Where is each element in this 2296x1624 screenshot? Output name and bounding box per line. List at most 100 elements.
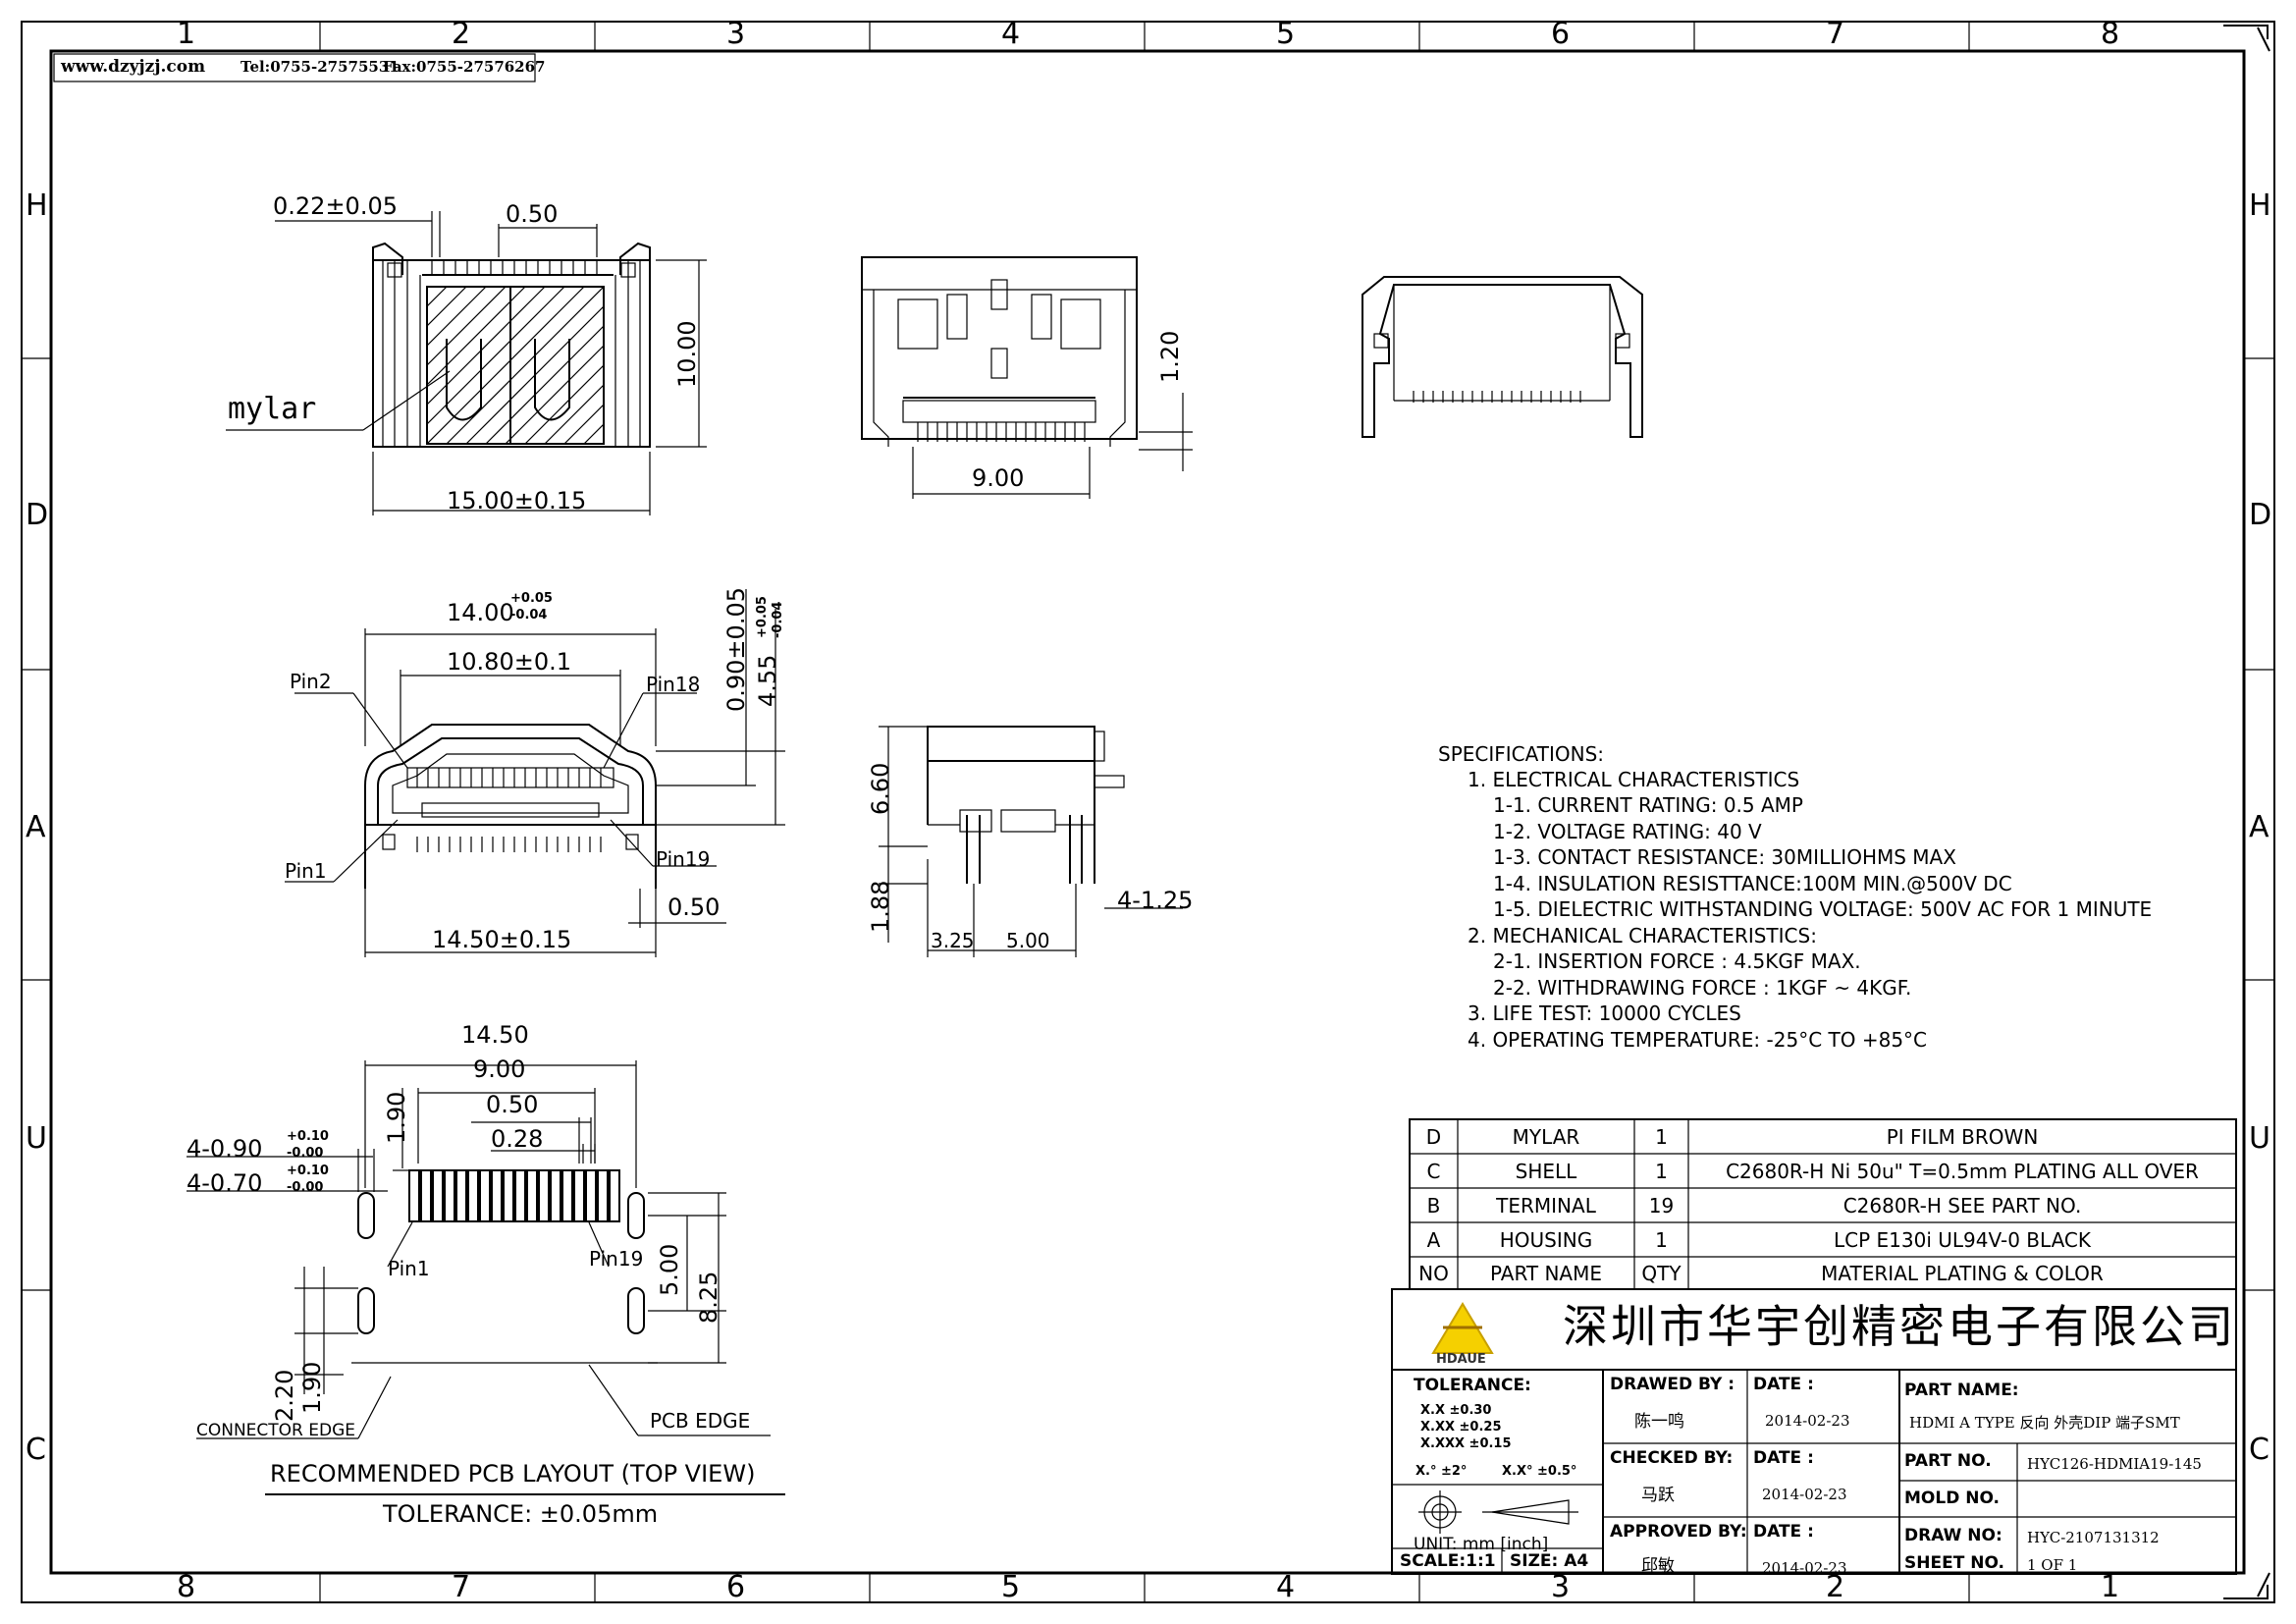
checked-by-label: CHECKED BY: bbox=[1610, 1448, 1734, 1468]
dim-14-50-mating: 14.50±0.15 bbox=[432, 926, 572, 953]
part-name-value: HDMI A TYPE 反向 外壳DIP 端子SMT bbox=[1909, 1414, 2180, 1432]
bom-row-b-material: C2680R-H SEE PART NO. bbox=[1842, 1193, 2082, 1218]
mold-no-label: MOLD NO. bbox=[1904, 1489, 2000, 1508]
dim-4-0-70-tol-plus: +0.10 bbox=[287, 1164, 329, 1178]
corner-mark-top-right bbox=[2223, 25, 2270, 52]
bom-header-material: MATERIAL PLATING & COLOR bbox=[1821, 1261, 2104, 1285]
company-name: 深圳市华宇创精密电子有限公司 bbox=[1563, 1300, 2236, 1353]
date-value-1: 2014-02-23 bbox=[1765, 1412, 1850, 1430]
pin19-label-mating: Pin19 bbox=[656, 847, 711, 871]
mylar-label: mylar bbox=[228, 392, 317, 426]
zone-top-7: 7 bbox=[1826, 17, 1845, 51]
bom-header-qty: QTY bbox=[1641, 1261, 1682, 1285]
dim-4-1-25: 4-1.25 bbox=[1117, 887, 1194, 914]
spec-line-9: 2-2. WITHDRAWING FORCE : 1KGF ~ 4KGF. bbox=[1493, 976, 1912, 1000]
zone-bottom-6: 6 bbox=[726, 1570, 746, 1604]
bom-row-a-material: LCP E130i UL94V-0 BLACK bbox=[1833, 1227, 2092, 1252]
zone-left-D: D bbox=[26, 498, 49, 532]
bom-row-b-part: TERMINAL bbox=[1496, 1193, 1596, 1218]
bom-row-d-no: D bbox=[1425, 1124, 1442, 1149]
drawn-by-label: DRAWED BY : bbox=[1610, 1375, 1735, 1394]
bom-header-part-name: PART NAME bbox=[1489, 1261, 1602, 1285]
dim-14-50-pcb: 14.50 bbox=[461, 1021, 529, 1049]
date-value-3: 2014-02-23 bbox=[1762, 1559, 1847, 1577]
scale-label: SCALE:1:1 bbox=[1400, 1551, 1496, 1571]
part-name-label: PART NAME: bbox=[1904, 1380, 2019, 1400]
pcb-layout bbox=[187, 1060, 785, 1495]
tolerance-1: X.X ±0.30 bbox=[1420, 1403, 1492, 1418]
spec-line-8: 2-1. INSERTION FORCE : 4.5KGF MAX. bbox=[1493, 949, 1861, 973]
zone-right-D: D bbox=[2249, 498, 2272, 532]
dim-4-0-90-tol-minus: -0.00 bbox=[287, 1146, 324, 1161]
angle-tolerance-1: X.° ±2° bbox=[1415, 1464, 1468, 1479]
bom-row-a-part: HOUSING bbox=[1499, 1227, 1593, 1252]
spec-line-11: 4. OPERATING TEMPERATURE: -25°C TO +85°C bbox=[1468, 1028, 1928, 1052]
dim-0-28: 0.28 bbox=[491, 1125, 544, 1153]
dim-8-25: 8.25 bbox=[695, 1271, 722, 1324]
dim-1-90-bottom: 1.90 bbox=[298, 1361, 326, 1414]
dim-4-0-70: 4-0.70 bbox=[187, 1169, 263, 1197]
dim-14-00: 14.00 bbox=[447, 599, 514, 626]
pin18-label: Pin18 bbox=[646, 673, 701, 696]
dim-4-55: 4.55 bbox=[754, 654, 781, 707]
date-label-1: DATE : bbox=[1753, 1375, 1814, 1394]
inner-frame bbox=[49, 49, 2246, 1575]
zone-top-1: 1 bbox=[177, 17, 196, 51]
spec-line-4: 1-3. CONTACT RESISTANCE: 30MILLIOHMS MAX bbox=[1493, 845, 1956, 869]
logo-text: HDAUE bbox=[1436, 1352, 1486, 1367]
zone-top-4: 4 bbox=[1001, 17, 1021, 51]
tolerance-title: TOLERANCE: bbox=[1414, 1376, 1531, 1395]
zone-bottom-7: 7 bbox=[452, 1570, 471, 1604]
specs-title: SPECIFICATIONS: bbox=[1438, 742, 1605, 766]
pin19-label-pcb: Pin19 bbox=[589, 1247, 644, 1271]
dim-4-55-tol-plus: +0.05 bbox=[755, 596, 770, 638]
part-no-label: PART NO. bbox=[1904, 1451, 1992, 1471]
zone-top-3: 3 bbox=[726, 17, 746, 51]
dim-10-00: 10.00 bbox=[673, 320, 701, 388]
dim-15-00: 15.00±0.15 bbox=[447, 487, 587, 514]
header-tel: Tel:0755-27575531 bbox=[240, 58, 400, 76]
zone-bottom-2: 2 bbox=[1826, 1570, 1845, 1604]
dim-0-22: 0.22±0.05 bbox=[273, 192, 398, 220]
bom-row-d-part: MYLAR bbox=[1512, 1124, 1580, 1149]
zone-bottom-1: 1 bbox=[2101, 1570, 2120, 1604]
bom-row-c-material: C2680R-H Ni 50u" T=0.5mm PLATING ALL OVE… bbox=[1726, 1159, 2199, 1183]
header-website[interactable]: www.dzyjzj.com bbox=[61, 57, 206, 77]
bom-row-b-no: B bbox=[1426, 1193, 1441, 1218]
zone-right-A: A bbox=[2249, 810, 2269, 844]
bom-row-a-qty: 1 bbox=[1655, 1227, 1668, 1252]
dim-0-50-pcb: 0.50 bbox=[486, 1091, 539, 1118]
dim-6-60: 6.60 bbox=[867, 762, 894, 815]
spec-line-6: 1-5. DIELECTRIC WITHSTANDING VOLTAGE: 50… bbox=[1493, 897, 2153, 921]
header-fax: Fax:0755-27576267 bbox=[383, 58, 546, 76]
zone-bottom-8: 8 bbox=[177, 1570, 196, 1604]
dim-9-00-pcb: 9.00 bbox=[473, 1056, 526, 1083]
zone-right-H: H bbox=[2249, 189, 2271, 223]
title-block-grid bbox=[1391, 1288, 2237, 1575]
bom-row-c-no: C bbox=[1426, 1159, 1441, 1183]
zone-right-C: C bbox=[2249, 1433, 2269, 1467]
date-value-2: 2014-02-23 bbox=[1762, 1486, 1847, 1503]
dim-0-90: 0.90±0.05 bbox=[722, 587, 750, 712]
header-box bbox=[53, 53, 536, 82]
zone-bottom-5: 5 bbox=[1001, 1570, 1021, 1604]
zone-left-C: C bbox=[26, 1433, 46, 1467]
date-label-3: DATE : bbox=[1753, 1522, 1814, 1542]
dim-14-00-tol-plus: +0.05 bbox=[510, 591, 553, 606]
pcb-layout-tolerance: TOLERANCE: ±0.05mm bbox=[383, 1500, 659, 1528]
dim-10-80: 10.80±0.1 bbox=[447, 648, 571, 676]
dim-4-0-70-tol-minus: -0.00 bbox=[287, 1180, 324, 1195]
dim-1-90-top: 1.90 bbox=[383, 1091, 410, 1144]
corner-mark-bottom-right bbox=[2223, 1572, 2270, 1599]
approved-by-value: 邱敏 bbox=[1641, 1556, 1675, 1576]
zone-bottom-4: 4 bbox=[1276, 1570, 1296, 1604]
connector-edge-label: CONNECTOR EDGE bbox=[196, 1421, 356, 1440]
tolerance-2: X.XX ±0.25 bbox=[1420, 1420, 1502, 1435]
angle-tolerance-2: X.X° ±0.5° bbox=[1502, 1464, 1577, 1479]
zone-left-H: H bbox=[26, 189, 48, 223]
pcb-layout-title: RECOMMENDED PCB LAYOUT (TOP VIEW) bbox=[270, 1460, 756, 1488]
draw-no-value: HYC-2107131312 bbox=[2027, 1529, 2160, 1546]
mating-view bbox=[285, 589, 785, 957]
drawn-by-value: 陈一鸣 bbox=[1634, 1412, 1684, 1432]
